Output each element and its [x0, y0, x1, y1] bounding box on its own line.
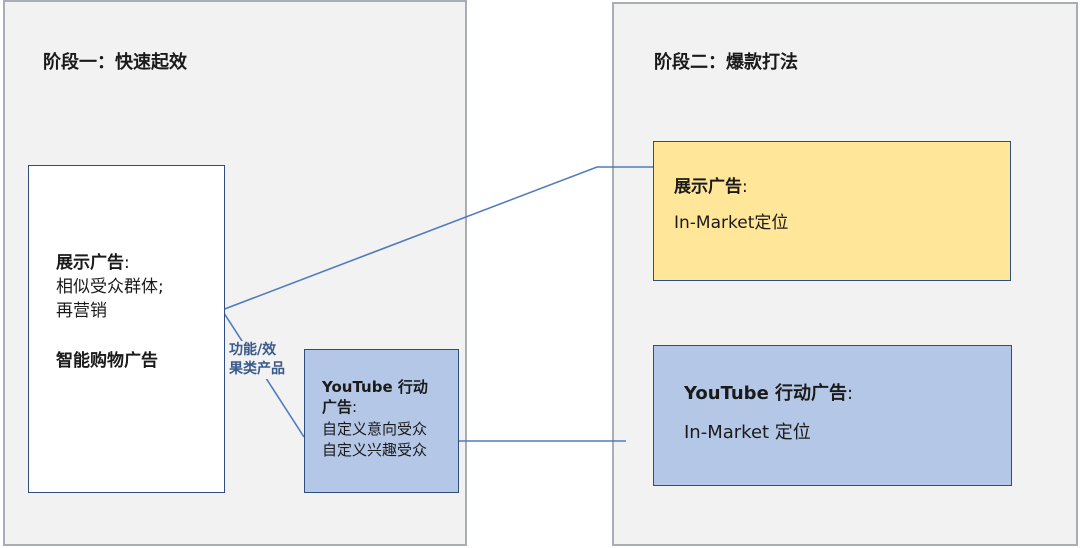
function-effect-products-label: 功能/效 果类产品	[229, 341, 285, 379]
link-label-line2: 果类产品	[229, 361, 285, 377]
stage-two-yt-heading-row: YouTube 行动广告:	[684, 383, 853, 405]
custom-intent-audience-text: 自定义意向受众	[322, 420, 428, 438]
yt-small-heading-ads: 广告	[322, 398, 353, 416]
custom-affinity-audience-text: 自定义兴趣受众	[322, 441, 428, 459]
yt-small-heading: YouTube 行动	[322, 378, 428, 396]
stage-two-yt-inmarket-text: In-Market 定位	[684, 422, 811, 443]
display-ads-heading-row: 展示广告:	[56, 252, 130, 274]
stage-two-display-colon: :	[742, 177, 748, 197]
stage-one-youtube-action-ads-box: YouTube 行动 广告: 自定义意向受众 自定义兴趣受众	[304, 349, 459, 493]
smart-shopping-ads-text: 智能购物广告	[56, 351, 158, 371]
stage-two-youtube-action-ads-box: YouTube 行动广告: In-Market 定位	[653, 345, 1012, 486]
stage-one-title: 阶段一：快速起效	[43, 52, 187, 73]
stage-two-yt-colon: :	[847, 383, 854, 404]
remarketing-text: 再营销	[56, 301, 107, 321]
stage-two-yt-heading: YouTube 行动广告	[684, 383, 848, 404]
lookalike-audience-text: 相似受众群体;	[56, 277, 164, 297]
stage-two-display-heading: 展示广告	[674, 177, 742, 197]
yt-small-colon: :	[352, 398, 358, 416]
stage-one-display-ads-box: 展示广告: 相似受众群体; 再营销 智能购物广告	[28, 165, 225, 493]
stage-two-display-heading-row: 展示广告:	[674, 176, 748, 198]
stage-two-inmarket-text: In-Market定位	[674, 213, 789, 233]
display-ads-heading: 展示广告	[56, 253, 124, 273]
yt-small-heading-row2: 广告:	[322, 397, 357, 417]
display-ads-colon: :	[124, 253, 130, 273]
link-label-line1: 功能/效	[229, 342, 277, 358]
stage-two-display-ads-box: 展示广告: In-Market定位	[653, 141, 1011, 281]
stage-two-title: 阶段二：爆款打法	[654, 52, 798, 73]
